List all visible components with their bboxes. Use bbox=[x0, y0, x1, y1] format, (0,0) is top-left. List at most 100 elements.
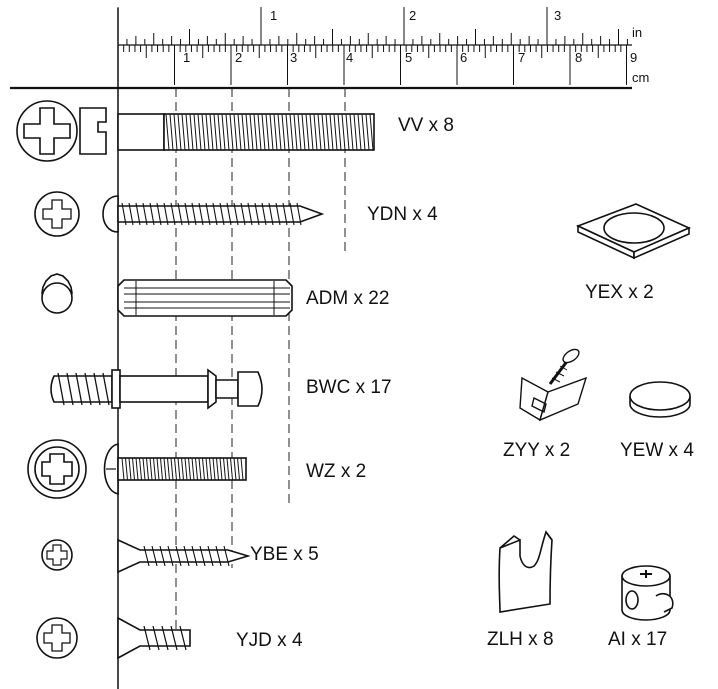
cm-ticks bbox=[117, 45, 627, 85]
wz-thread-line bbox=[156, 457, 160, 481]
ydn-thread-line bbox=[177, 202, 183, 226]
zyy-bracket-right bbox=[538, 376, 588, 422]
ydn-thread-line bbox=[275, 202, 281, 226]
cm-mark-7: 7 bbox=[518, 50, 525, 65]
wz-thread-line bbox=[195, 457, 198, 481]
ybe-thread-line bbox=[175, 545, 182, 567]
wz-thread-line bbox=[184, 457, 188, 481]
vv-thread-line bbox=[265, 113, 270, 151]
vv-thread-line bbox=[309, 113, 314, 151]
bwc-flange bbox=[111, 369, 121, 409]
inch-mark-1: 1 bbox=[270, 8, 277, 23]
wz-thread-line bbox=[212, 457, 216, 481]
vv-thread-line bbox=[317, 113, 322, 151]
wz-thread-line bbox=[174, 457, 177, 481]
wz-thread-line bbox=[177, 457, 181, 481]
ydn-thread-line bbox=[254, 202, 260, 226]
part-vv bbox=[16, 100, 375, 162]
yjd-thread-line bbox=[179, 625, 187, 651]
ybe-thread-line bbox=[151, 545, 158, 567]
bwc-thread-line bbox=[93, 372, 101, 406]
ybe-thread-line bbox=[143, 545, 150, 567]
vv-collar bbox=[117, 113, 165, 151]
ruler bbox=[10, 7, 632, 689]
vv-thread-line bbox=[289, 113, 294, 151]
label-ai: AI x 17 bbox=[608, 629, 667, 650]
wz-thread-line bbox=[125, 457, 128, 481]
adm-dowel-body bbox=[117, 279, 293, 317]
bwc-thread-line bbox=[75, 372, 83, 406]
vv-thread-line bbox=[269, 113, 274, 151]
vv-thread-line bbox=[237, 113, 242, 151]
vv-thread-line bbox=[321, 113, 326, 151]
part-zyy bbox=[519, 348, 588, 422]
vv-thread-line bbox=[189, 113, 194, 151]
vv-thread-line bbox=[165, 113, 170, 151]
label-zlh: ZLH x 8 bbox=[487, 629, 554, 650]
part-ai bbox=[621, 565, 674, 621]
bwc-thread-line bbox=[84, 372, 92, 406]
yjd-thread-line bbox=[143, 625, 151, 651]
label-ybe: YBE x 5 bbox=[250, 544, 319, 565]
cm-mark-9: 9 bbox=[630, 50, 637, 65]
vv-thread-line bbox=[337, 113, 342, 151]
vv-thread-line bbox=[293, 113, 298, 151]
vv-thread-line bbox=[273, 113, 278, 151]
yjd-thread-line bbox=[161, 625, 169, 651]
part-ydn bbox=[34, 191, 325, 237]
vv-thread-line bbox=[357, 113, 362, 151]
vv-thread-line bbox=[185, 113, 190, 151]
vv-thread-line bbox=[349, 113, 354, 151]
vv-thread-line bbox=[277, 113, 282, 151]
ybe-head-icon bbox=[41, 539, 73, 571]
ydn-thread-line bbox=[205, 202, 211, 226]
vv-thread-line bbox=[333, 113, 338, 151]
wz-thread-line bbox=[149, 457, 153, 481]
ydn-thread-line bbox=[247, 202, 253, 226]
part-yex bbox=[575, 203, 691, 260]
vv-thread-line bbox=[169, 113, 174, 151]
bwc-shaft bbox=[119, 375, 209, 403]
ydn-thread-line bbox=[240, 202, 246, 226]
label-bwc: BWC x 17 bbox=[306, 377, 392, 398]
inch-ticks bbox=[117, 7, 628, 45]
vv-thread-line bbox=[245, 113, 250, 151]
ydn-thread-line bbox=[184, 202, 190, 226]
yjd-screw-body bbox=[117, 616, 191, 660]
yex-plate-side-right bbox=[633, 226, 690, 260]
yjd-head-icon bbox=[36, 617, 78, 659]
vv-thread-line bbox=[177, 113, 182, 151]
ybe-thread-line bbox=[215, 545, 222, 567]
ydn-thread-line bbox=[261, 202, 267, 226]
wz-thread-line bbox=[216, 457, 219, 481]
bwc-thread-line bbox=[102, 372, 110, 406]
vv-thread-line bbox=[221, 113, 226, 151]
wz-thread-line bbox=[167, 457, 170, 481]
ybe-thread-line bbox=[223, 545, 230, 567]
wz-thread-line bbox=[160, 457, 163, 481]
ybe-thread-line bbox=[207, 545, 214, 567]
bwc-thread-line bbox=[57, 372, 65, 406]
part-yjd bbox=[36, 616, 191, 660]
vv-thread-line bbox=[281, 113, 286, 151]
ydn-thread-line bbox=[233, 202, 239, 226]
inch-mark-2: 2 bbox=[409, 8, 416, 23]
ydn-thread-line bbox=[289, 202, 295, 226]
yex-hole bbox=[603, 212, 665, 244]
bwc-thread-line bbox=[66, 372, 74, 406]
ydn-thread-line bbox=[156, 202, 162, 226]
ydn-thread-line bbox=[163, 202, 169, 226]
vv-thread-line bbox=[301, 113, 306, 151]
ydn-thread-line bbox=[226, 202, 232, 226]
zyy-screw-shank bbox=[548, 359, 570, 385]
label-adm: ADM x 22 bbox=[306, 288, 389, 309]
vv-thread-line bbox=[209, 113, 214, 151]
vv-thread-line bbox=[325, 113, 330, 151]
ydn-thread-line bbox=[191, 202, 197, 226]
bwc-shoulder bbox=[207, 368, 217, 410]
vv-thread-line bbox=[365, 113, 370, 151]
ydn-thread-line bbox=[296, 202, 302, 226]
bwc-thread-end bbox=[50, 375, 113, 403]
vv-thread-line bbox=[257, 113, 262, 151]
